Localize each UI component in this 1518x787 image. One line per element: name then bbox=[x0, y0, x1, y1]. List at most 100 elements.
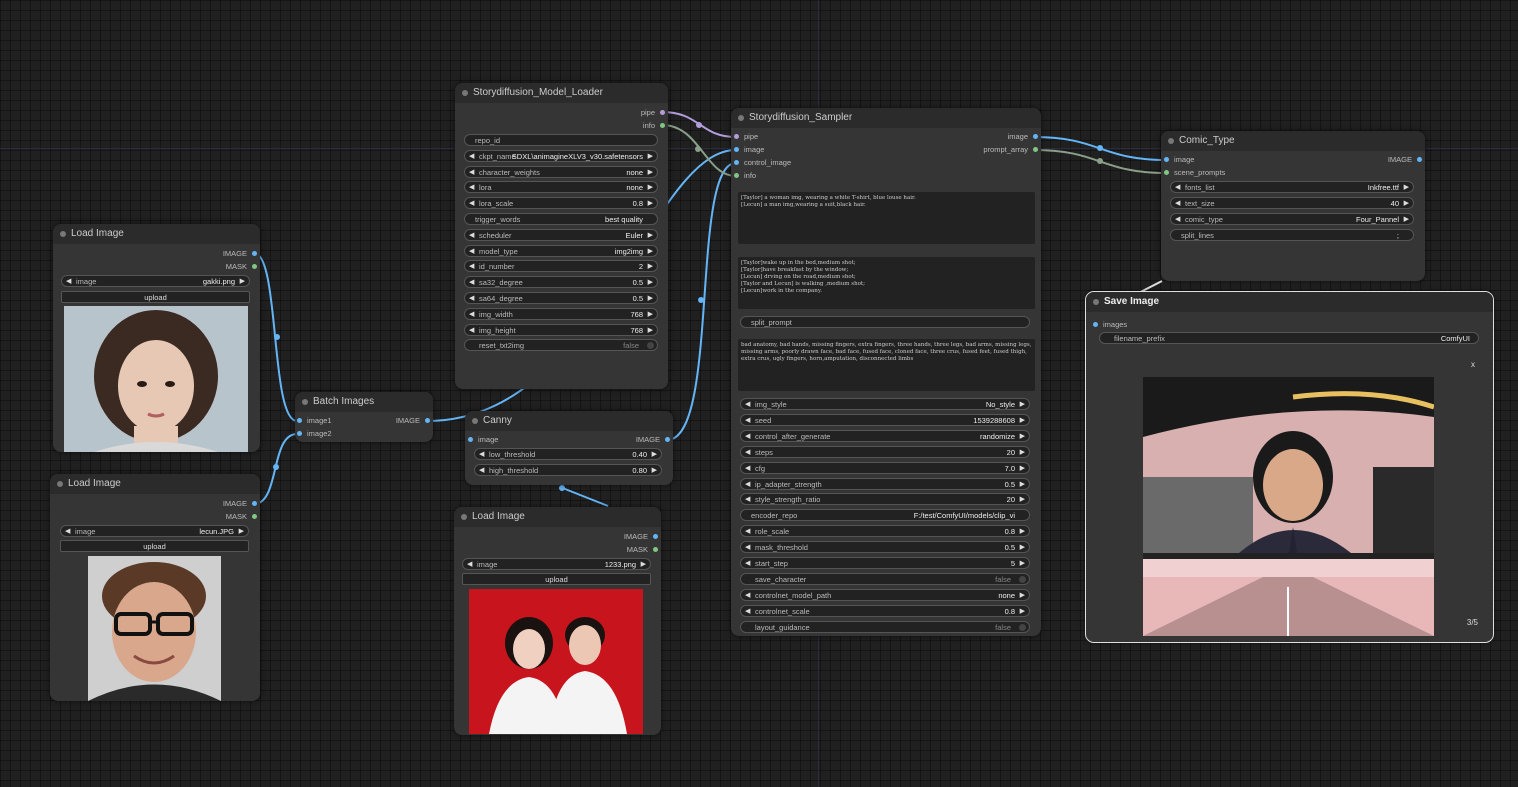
output-dot-icon[interactable] bbox=[252, 501, 257, 506]
output-mask[interactable]: MASK bbox=[226, 262, 257, 272]
arrow-left-icon[interactable]: ◀ bbox=[745, 544, 751, 552]
arrow-right-icon[interactable]: ▶ bbox=[1019, 401, 1025, 408]
arrow-left-icon[interactable]: ◀ bbox=[469, 326, 475, 334]
arrow-left-icon[interactable]: ◀ bbox=[745, 607, 751, 615]
arrow-left-icon[interactable]: ◀ bbox=[65, 528, 71, 535]
arrow-right-icon[interactable]: ▶ bbox=[647, 326, 653, 334]
negative-prompt-textarea[interactable]: bad anatomy, bad hands, missing fingers,… bbox=[738, 339, 1035, 391]
arrow-right-icon[interactable]: ▶ bbox=[647, 168, 653, 176]
arrow-right-icon[interactable]: ▶ bbox=[647, 153, 653, 160]
arrow-right-icon[interactable]: ▶ bbox=[1019, 607, 1025, 615]
arrow-right-icon[interactable]: ▶ bbox=[647, 263, 653, 271]
output-mask[interactable]: MASK bbox=[627, 545, 658, 555]
arrow-right-icon[interactable]: ▶ bbox=[647, 184, 653, 192]
input-image[interactable]: image bbox=[468, 435, 498, 445]
output-prompt-array[interactable]: prompt_array bbox=[983, 145, 1038, 155]
arrow-right-icon[interactable]: ▶ bbox=[647, 231, 653, 239]
upload-button[interactable]: upload bbox=[61, 291, 250, 303]
input-dot-icon[interactable] bbox=[1164, 170, 1169, 175]
arrow-left-icon[interactable]: ◀ bbox=[469, 200, 475, 208]
arrow-left-icon[interactable]: ◀ bbox=[469, 310, 475, 318]
output-dot-icon[interactable] bbox=[660, 110, 665, 115]
node-title[interactable]: Storydiffusion_Sampler bbox=[731, 108, 1041, 128]
arrow-right-icon[interactable]: ▶ bbox=[647, 294, 653, 302]
arrow-right-icon[interactable]: ▶ bbox=[1019, 480, 1025, 488]
arrow-left-icon[interactable]: ◀ bbox=[745, 591, 751, 599]
arrow-right-icon[interactable]: ▶ bbox=[1019, 496, 1025, 504]
arrow-left-icon[interactable]: ◀ bbox=[469, 263, 475, 271]
node-title[interactable]: Comic_Type bbox=[1161, 131, 1425, 151]
arrow-right-icon[interactable]: ▶ bbox=[647, 200, 653, 208]
arrow-right-icon[interactable]: ▶ bbox=[647, 247, 653, 255]
arrow-left-icon[interactable]: ◀ bbox=[469, 184, 475, 192]
input-scene-prompts[interactable]: scene_prompts bbox=[1164, 168, 1225, 178]
arrow-left-icon[interactable]: ◀ bbox=[1175, 216, 1181, 223]
arrow-right-icon[interactable]: ▶ bbox=[1019, 591, 1025, 599]
arrow-left-icon[interactable]: ◀ bbox=[745, 480, 751, 488]
output-dot-icon[interactable] bbox=[660, 123, 665, 128]
wire-info[interactable] bbox=[661, 124, 737, 177]
arrow-right-icon[interactable]: ▶ bbox=[238, 528, 244, 535]
arrow-left-icon[interactable]: ◀ bbox=[469, 294, 475, 302]
comic-type-node[interactable]: Comic_Type image scene_prompts IMAGE ◀fo… bbox=[1161, 131, 1425, 281]
arrow-left-icon[interactable]: ◀ bbox=[469, 279, 475, 287]
arrow-left-icon[interactable]: ◀ bbox=[745, 560, 751, 567]
input-pipe[interactable]: pipe bbox=[734, 132, 758, 142]
arrow-left-icon[interactable]: ◀ bbox=[1175, 184, 1181, 191]
upload-button[interactable]: upload bbox=[462, 573, 651, 585]
output-info[interactable]: info bbox=[643, 121, 665, 131]
arrow-right-icon[interactable]: ▶ bbox=[239, 278, 245, 285]
arrow-left-icon[interactable]: ◀ bbox=[745, 401, 751, 408]
wire-load3-to-canny[interactable] bbox=[559, 486, 609, 507]
arrow-right-icon[interactable]: ▶ bbox=[1019, 432, 1025, 440]
output-mask[interactable]: MASK bbox=[226, 512, 257, 522]
output-image[interactable]: IMAGE bbox=[624, 532, 658, 542]
input-dot-icon[interactable] bbox=[734, 160, 739, 165]
arrow-right-icon[interactable]: ▶ bbox=[1403, 200, 1409, 207]
arrow-left-icon[interactable]: ◀ bbox=[469, 168, 475, 176]
arrow-left-icon[interactable]: ◀ bbox=[745, 432, 751, 440]
arrow-right-icon[interactable]: ▶ bbox=[1019, 464, 1025, 472]
model-loader-node[interactable]: Storydiffusion_Model_Loader pipe info re… bbox=[455, 83, 668, 389]
character-prompt-textarea[interactable]: [Taylor] a woman img, wearing a white T-… bbox=[738, 192, 1035, 244]
output-dot-icon[interactable] bbox=[1417, 157, 1422, 162]
node-title[interactable]: Load Image bbox=[53, 224, 260, 244]
input-dot-icon[interactable] bbox=[734, 173, 739, 178]
output-dot-icon[interactable] bbox=[653, 534, 658, 539]
repo-id-field[interactable]: repo_id bbox=[464, 134, 658, 146]
output-dot-icon[interactable] bbox=[252, 251, 257, 256]
output-dot-icon[interactable] bbox=[252, 264, 257, 269]
output-dot-icon[interactable] bbox=[1033, 134, 1038, 139]
arrow-left-icon[interactable]: ◀ bbox=[745, 496, 751, 504]
arrow-right-icon[interactable]: ▶ bbox=[1403, 184, 1409, 191]
arrow-left-icon[interactable]: ◀ bbox=[479, 467, 485, 474]
arrow-left-icon[interactable]: ◀ bbox=[467, 561, 473, 568]
node-title[interactable]: Batch Images bbox=[295, 392, 433, 412]
input-dot-icon[interactable] bbox=[297, 418, 302, 423]
arrow-left-icon[interactable]: ◀ bbox=[469, 231, 475, 239]
arrow-left-icon[interactable]: ◀ bbox=[745, 448, 751, 456]
arrow-left-icon[interactable]: ◀ bbox=[1175, 200, 1181, 207]
